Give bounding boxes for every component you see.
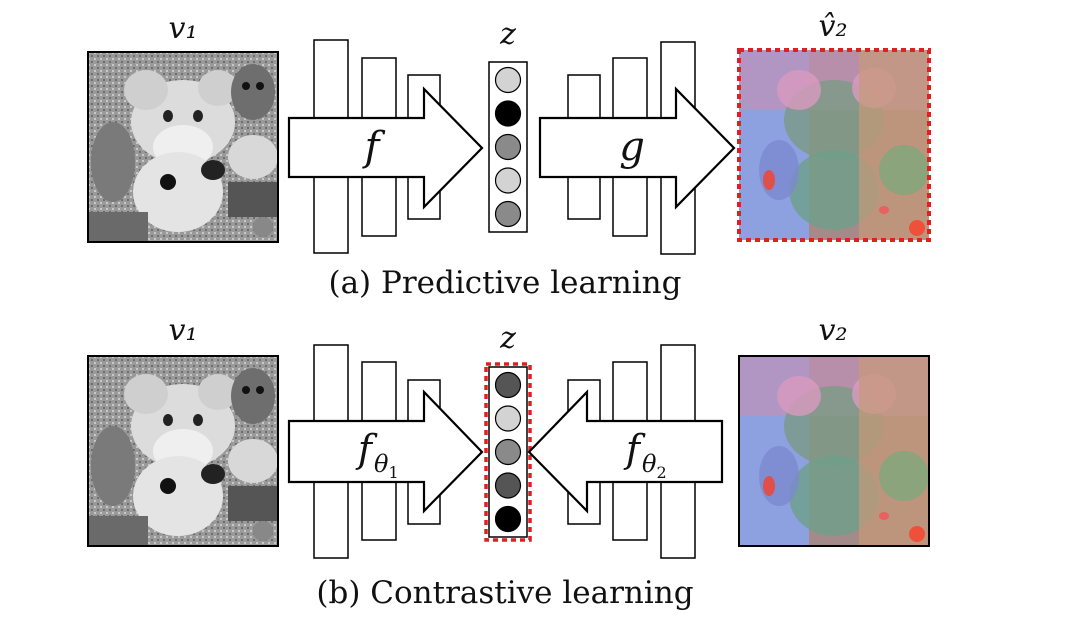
decoder-arrow-g: g (538, 86, 736, 210)
latent-unit (494, 100, 522, 127)
latent-highlight-dashed (484, 362, 532, 542)
latent-vector-a (488, 61, 528, 233)
panel-predictive: v₁ f z (87, 9, 931, 301)
latent-unit (494, 505, 522, 533)
latent-label-b: z (499, 321, 516, 356)
latent-unit (494, 472, 522, 499)
latent-unit (494, 200, 522, 228)
latent-vector-b (484, 362, 532, 542)
output-label-v2: v₂ (819, 313, 848, 348)
caption-predictive: (a) Predictive learning (328, 265, 681, 301)
input-image-a (87, 51, 279, 243)
input-label-v1-a: v₁ (169, 11, 198, 46)
encoder-arrow-f: f (287, 86, 484, 210)
encoder-sub-theta2: θ2 (642, 450, 667, 482)
input-image-b (87, 355, 279, 547)
latent-unit (494, 438, 522, 466)
latent-unit (494, 405, 522, 432)
encoder-sub-theta1: θ1 (374, 450, 399, 482)
output-label-v2hat: v̂₂ (819, 9, 848, 44)
decoder-label-g: g (619, 124, 645, 170)
latent-unit (494, 371, 522, 399)
input-label-v1-b: v₁ (169, 313, 198, 348)
output-image-b (738, 355, 930, 547)
latent-unit (494, 167, 522, 194)
encoder-arrow-f-theta2: f θ2 (527, 389, 724, 514)
panel-contrastive: v₁ f θ1 z f θ (87, 313, 930, 611)
latent-unit (494, 133, 522, 161)
encoder-arrow-f-theta1: f θ1 (287, 389, 484, 514)
latent-unit (494, 66, 522, 94)
output-image-a (737, 48, 931, 242)
caption-contrastive: (b) Contrastive learning (316, 575, 693, 611)
latent-label-a: z (499, 17, 516, 52)
